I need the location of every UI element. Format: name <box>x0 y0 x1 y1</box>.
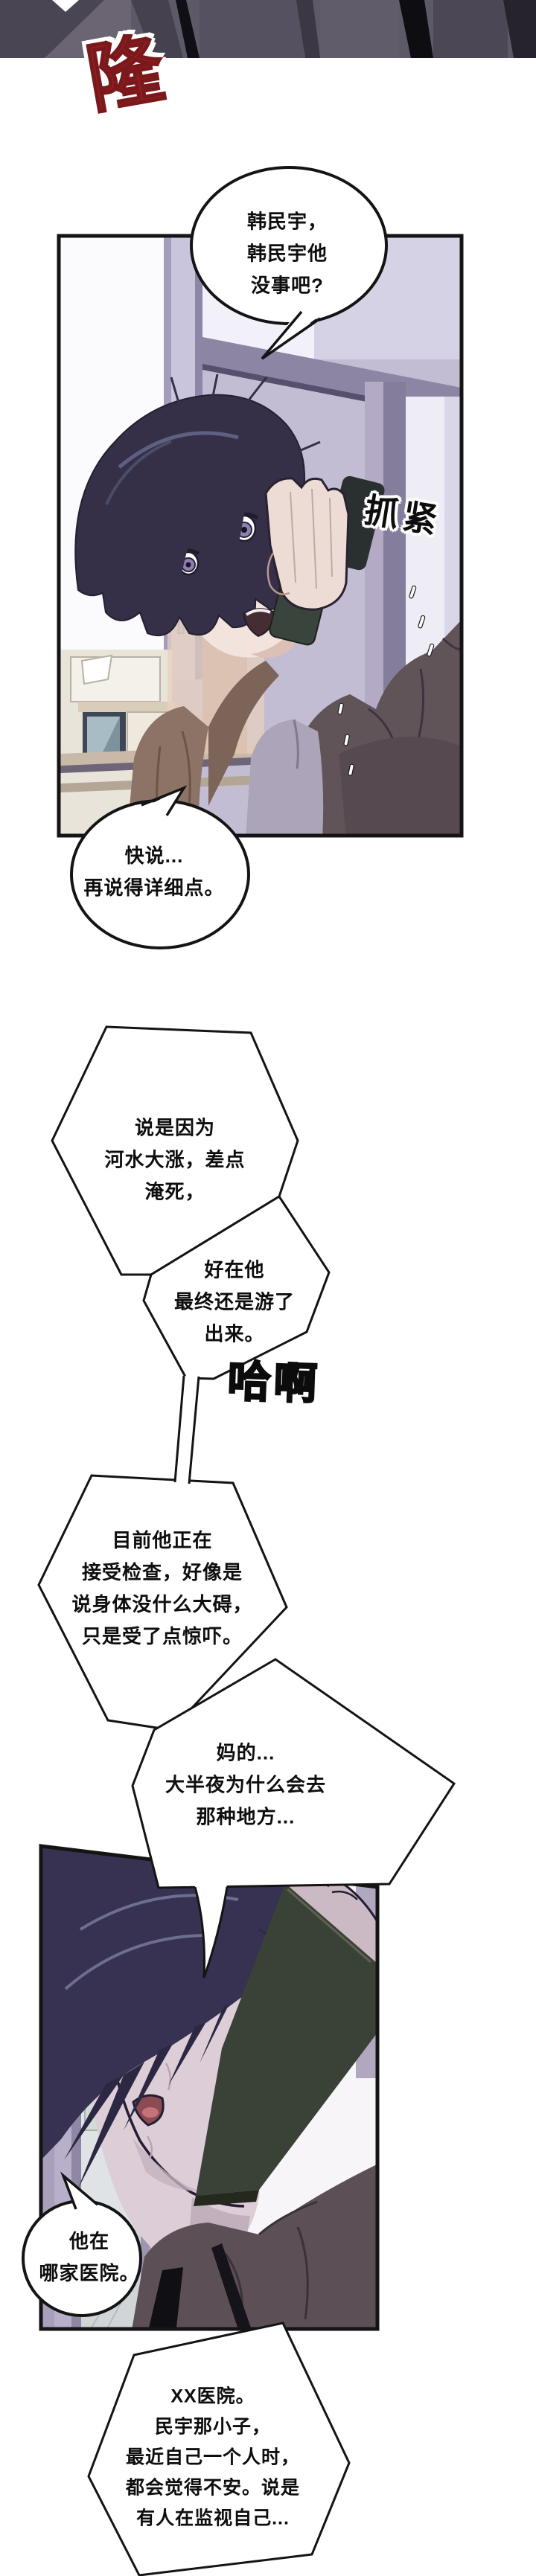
phone <box>196 1883 377 2196</box>
bubble-line: 妈的... <box>216 1741 275 1764</box>
bubble-connector <box>175 1376 199 1484</box>
hand <box>264 477 350 611</box>
previous-panel-art <box>0 0 536 58</box>
sfx-sigh-text: 哈啊 <box>226 1356 322 1410</box>
character-listener <box>74 374 460 834</box>
panel-1 <box>56 233 465 839</box>
jacket <box>131 2165 377 2329</box>
bubble-hexE-text: XX医院。 民宇那小子， 最近自己一个人时， 都会觉得不安。说是 有人在监视自己… <box>126 2382 300 2534</box>
bubble-hexB-text: 好在他 最终还是游了 出来。 <box>174 1255 295 1351</box>
bubble-2-text: 快说... 再说得详细点。 <box>83 840 224 904</box>
bubble-line: 说身体没什么大碍， <box>71 1593 253 1615</box>
bubble-1-text: 韩民宇， 韩民宇他 没事吧? <box>247 206 328 302</box>
bubble-hexC-text: 目前他正在 接受检查，好像是 说身体没什么大碍， 只是受了点惊吓。 <box>71 1525 252 1653</box>
bubble-line: 最近自己一个人时， <box>125 2447 301 2468</box>
bubble-hexD-text: 妈的... 大半夜为什么会去 那种地方... <box>165 1737 326 1833</box>
bubble-line: 没事吧? <box>251 274 324 297</box>
bubble-F-text: 他在 哪家医院。 <box>39 2226 139 2290</box>
bubble-line: 韩民宇他 <box>246 242 328 265</box>
bubble-line: 有人在监视自己... <box>136 2508 290 2529</box>
bubble-line: 出来。 <box>204 1322 265 1345</box>
bubble-line: 他在 <box>68 2230 110 2252</box>
bubble-line: 快说... <box>124 845 184 867</box>
shirt <box>246 720 324 834</box>
bubble-hexA-text: 说是因为 河水大涨，差点 淹死， <box>104 1112 245 1208</box>
phone-strap <box>147 2267 183 2329</box>
bubble-line: 民宇那小子， <box>154 2416 272 2438</box>
bubble-line: 好在他 <box>204 1258 265 1281</box>
bubble-line: 都会觉得不安。说是 <box>125 2477 301 2499</box>
bubble-line: 只是受了点惊吓。 <box>81 1625 243 1647</box>
bubble-line: 最终还是游了 <box>173 1290 296 1313</box>
bubble-line: 河水大涨，差点 <box>104 1148 246 1171</box>
bubble-line: 目前他正在 <box>112 1529 213 1551</box>
torso <box>127 621 460 834</box>
bubble-line: 韩民宇， <box>246 210 328 233</box>
bubble-line: 那种地方... <box>196 1805 296 1828</box>
bubble-line: 大半夜为什么会去 <box>165 1773 327 1796</box>
mouth-open <box>132 2094 165 2127</box>
tremble-marks <box>337 585 435 776</box>
bubble-connector-lines <box>173 1375 200 1484</box>
bubble-line: 接受检查，好像是 <box>81 1561 243 1583</box>
bubble-line: 再说得详细点。 <box>83 877 225 899</box>
bubble-line: XX医院。 <box>170 2386 255 2407</box>
phone-in-hand <box>264 475 385 646</box>
bubble-line: 说是因为 <box>134 1116 216 1139</box>
previous-panel-strip <box>0 0 536 62</box>
panel-1-art <box>57 234 464 838</box>
bubble-line: 淹死， <box>144 1180 205 1203</box>
bubble-line: 哪家医院。 <box>39 2262 140 2284</box>
